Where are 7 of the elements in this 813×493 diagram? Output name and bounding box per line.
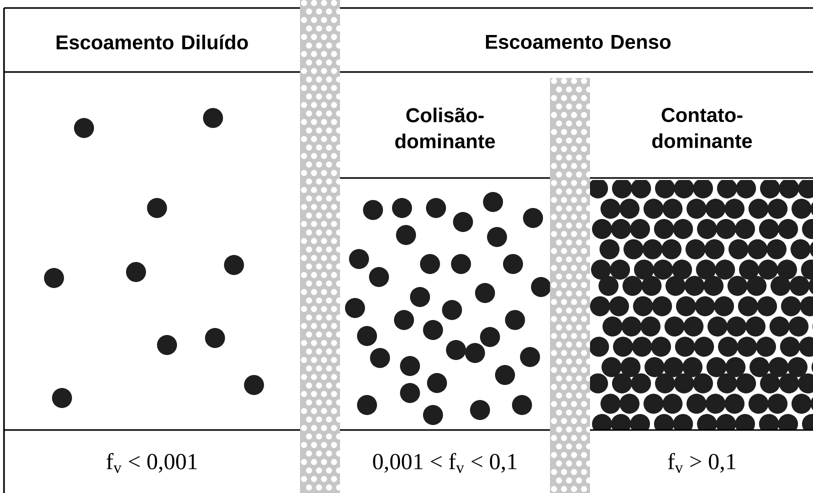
formula: f$_{v}$ < 0,001 xyxy=(106,452,197,474)
formula: f$_{v}$ > 0,1 xyxy=(668,452,736,474)
formula: 0,001 < f$_{v}$ < 0,1 xyxy=(373,452,516,474)
heading: Escoamento Diluído xyxy=(56,34,248,50)
heading: Escoamento Denso xyxy=(486,35,671,49)
heading: Colisão-dominante xyxy=(395,108,495,148)
heading: Contato-dominante xyxy=(652,108,752,148)
